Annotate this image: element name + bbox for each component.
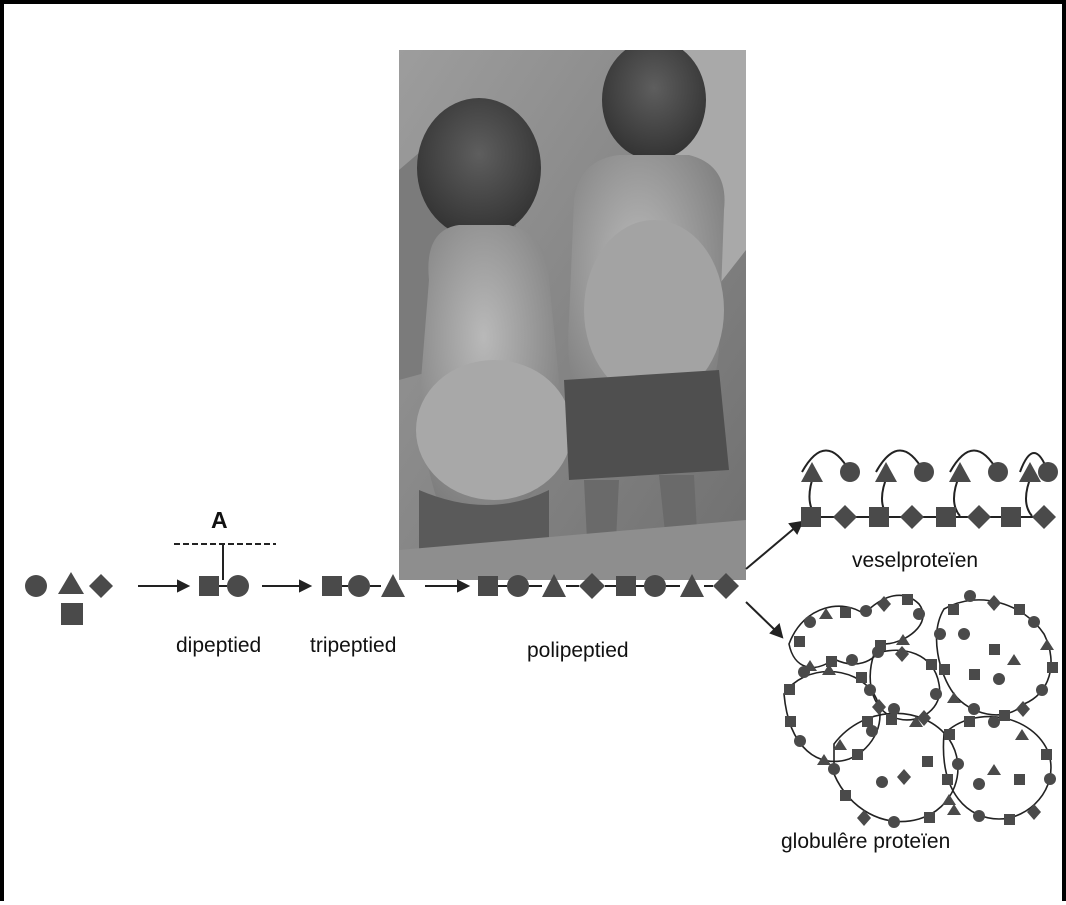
fibrous-protein-label: veselproteïen xyxy=(852,549,978,573)
dipeptide-square xyxy=(199,576,219,596)
tripeptide-square xyxy=(322,576,342,596)
dipeptide-label: dipeptied xyxy=(176,634,261,658)
dipeptide-circle xyxy=(227,575,249,597)
amino-acid-square xyxy=(61,603,83,625)
arrow-to-globular xyxy=(746,602,776,631)
protein-formation-diagram xyxy=(4,4,1066,905)
tripeptide-triangle xyxy=(381,574,405,597)
amino-acid-circle xyxy=(25,575,47,597)
tripeptide-circle xyxy=(348,575,370,597)
polypeptide-label: polipeptied xyxy=(527,639,629,663)
amino-acid-diamond xyxy=(89,574,113,598)
globular-protein-label: globulêre proteïen xyxy=(781,830,950,854)
tripeptide-label: tripeptied xyxy=(310,634,396,658)
arrow-to-fibrous xyxy=(746,526,797,569)
amino-acid-triangle xyxy=(58,572,84,594)
label-a: A xyxy=(211,507,228,534)
fibrous-protein xyxy=(801,451,1058,530)
globular-protein xyxy=(784,590,1058,828)
